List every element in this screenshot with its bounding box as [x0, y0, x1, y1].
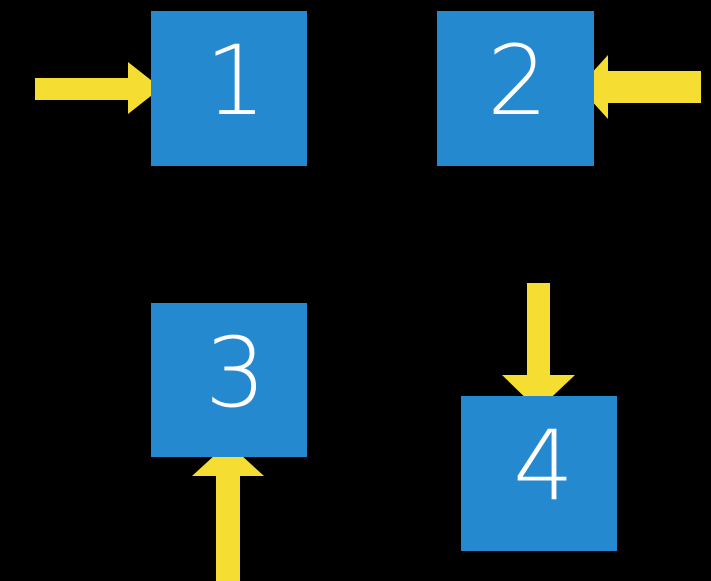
node-box-4[interactable] [461, 396, 617, 551]
node-label-3: 3 [205, 317, 267, 429]
arrow-into-node-2-icon [579, 55, 701, 119]
node-label-1: 1 [205, 25, 267, 137]
arrow-into-node-1-icon [35, 62, 161, 114]
arrow-into-node-4-icon [502, 283, 575, 410]
node-label-2: 2 [487, 25, 549, 137]
arrow-into-node-3-icon [192, 443, 264, 581]
node-box-3[interactable] [151, 303, 307, 457]
node-box-1[interactable] [151, 11, 307, 166]
node-box-2[interactable] [437, 11, 594, 166]
node-label-4: 4 [513, 410, 575, 522]
